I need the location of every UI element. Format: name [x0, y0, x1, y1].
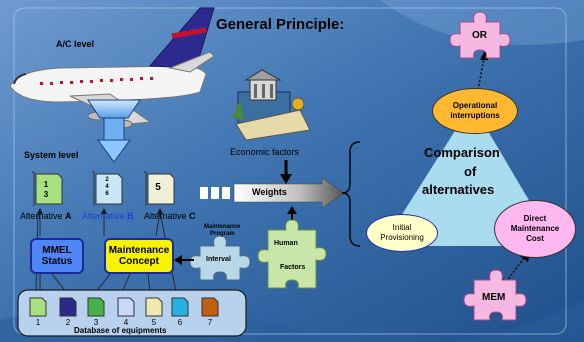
maintenance-concept-line-1: Maintenance [108, 245, 170, 256]
weights-label: Weights [252, 187, 287, 197]
mmel-status-box: MMEL Status [30, 238, 84, 274]
alternative-a-letter: A [65, 211, 72, 221]
database-label: Database of equipments [74, 326, 167, 335]
equipment-number-6: 6 [177, 318, 183, 327]
alternative-b-label: Alternative B [82, 211, 134, 221]
equipment-number-5: 5 [151, 318, 157, 327]
equipment-number-4: 4 [123, 318, 129, 327]
mem-label: MEM [482, 292, 506, 303]
alternative-a-label: Alternative A [20, 211, 72, 221]
doc-a-mark-2: 3 [43, 190, 49, 199]
alternative-c-letter: C [189, 211, 196, 221]
equipment-doc-7-icon [201, 297, 219, 317]
doc-b-mark-3: 6 [105, 191, 109, 197]
system-doc-a-icon [32, 171, 63, 206]
maintenance-concept-line-2: Concept [119, 256, 159, 267]
interval-label: Interval [206, 256, 231, 263]
direct-line-3: Cost [526, 234, 544, 243]
mem-puzzle-icon [463, 269, 527, 321]
equipment-doc-4-icon [117, 297, 135, 317]
maintenance-program-line-1: Maintenance [204, 224, 241, 230]
equipment-number-2: 2 [65, 318, 71, 327]
equipment-doc-3-icon [87, 297, 105, 317]
alternative-b-letter: B [127, 211, 134, 221]
alternative-b-prefix: Alternative [82, 211, 128, 221]
maintenance-program-line-2: Program [210, 231, 235, 237]
operational-line-1: Operational [452, 101, 498, 110]
comparison-label: Comparison [424, 145, 500, 160]
or-label: OR [472, 30, 487, 41]
equipment-doc-5-icon [145, 297, 163, 317]
system-doc-c-icon [144, 171, 175, 206]
direct-line-1: Direct [523, 214, 547, 223]
doc-c-mark-1: 5 [155, 182, 161, 193]
doc-a-mark-1: 1 [43, 180, 49, 189]
system-level-label: System level [24, 150, 79, 160]
initial-line-1: Initial [392, 223, 412, 232]
equipment-number-1: 1 [35, 318, 41, 327]
mmel-line-2: Status [41, 256, 73, 267]
equipment-number-3: 3 [93, 318, 99, 327]
interval-puzzle-icon [189, 235, 251, 281]
ac-level-label: A/C level [56, 39, 95, 49]
equipment-number-7: 7 [207, 318, 213, 327]
direct-maintenance-cost-ellipse: Direct Maintenance Cost [494, 200, 576, 258]
maintenance-concept-box: Maintenance Concept [104, 238, 174, 274]
alternatives-label: alternatives [422, 182, 495, 197]
human-factors-puzzle-icon [257, 219, 327, 289]
human-label: Human [274, 240, 298, 247]
equipment-doc-1-icon [29, 297, 47, 317]
doc-b-mark-1: 2 [105, 177, 109, 183]
equipment-doc-6-icon [171, 297, 189, 317]
initial-provisioning-ellipse: Initial Provisioning [366, 214, 438, 252]
aircraft-icon [9, 7, 215, 129]
or-puzzle-icon [449, 11, 511, 59]
economic-factors-label: Economic factors [230, 147, 300, 157]
initial-line-2: Provisioning [380, 233, 424, 242]
funnel-icon [87, 99, 141, 163]
doc-b-mark-2: 4 [105, 184, 109, 190]
alternative-c-label: Alternative C [144, 211, 196, 221]
operational-line-2: interruptions [450, 111, 500, 120]
direct-line-2: Maintenance [510, 224, 560, 233]
diagram-title: General Principle: [216, 16, 345, 33]
system-doc-b-icon [92, 171, 123, 206]
operational-interruptions-ellipse: Operational interruptions [432, 88, 518, 134]
alternative-a-prefix: Alternative [20, 211, 66, 221]
alternative-c-prefix: Alternative [144, 211, 190, 221]
of-label: of [464, 164, 477, 179]
factors-label: Factors [280, 264, 306, 271]
mmel-line-1: MMEL [42, 245, 72, 256]
equipment-doc-2-icon [59, 297, 77, 317]
economic-factors-icon [232, 69, 311, 141]
